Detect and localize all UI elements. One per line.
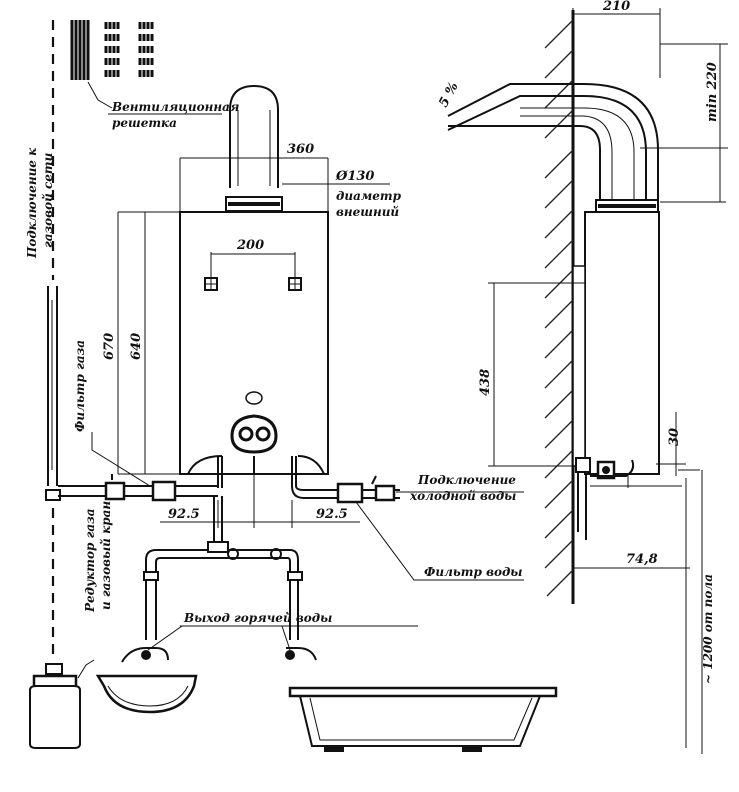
side-connections [575,457,682,540]
vent-grille-label-2: решетка [112,116,177,130]
sink-basin [95,674,198,714]
offset-dimensions [160,474,360,528]
cold-water-pipe [291,475,400,504]
gas-connection-label-2: газовой сети [41,152,55,248]
dim-height-670: 670 [102,333,117,360]
gas-horizontal-pipe [58,474,218,502]
dimension-360 [179,157,329,212]
dimension-30 [656,412,686,476]
hot-water-pipes [121,496,317,663]
dim-rail-438: 438 [478,369,493,396]
dim-width-360: 360 [287,142,314,157]
gas-reducer-label-1: Редуктор газа [83,508,97,613]
gas-filter-label: Фильтр газа [73,340,87,432]
hot-water-label: Выход горячей воды [183,611,332,625]
dim-gas-offset: 92.5 [168,507,200,522]
dimension-438 [488,282,585,467]
dim-height-640: 640 [129,333,144,360]
flue-pipe-side [447,83,659,213]
ventilation-grille [70,20,154,109]
dim-gap-30: 30 [667,428,682,446]
flue-pipe-front [225,84,283,212]
flue-diameter-sub2: внешний [336,205,399,219]
height-dimensions [117,211,180,475]
dim-mount-200: 200 [236,238,264,253]
gas-reducer-label-2: и газовый кран [99,501,113,610]
heater-bottom-connections [187,455,325,488]
flue-diameter-label: Ø130 [335,169,374,184]
floor-height-label: ~ 1200 от пола [701,574,715,684]
cold-water-label-2: холодной воды [409,489,516,503]
wall-section [544,10,575,604]
dimension-min-220 [640,43,728,203]
cold-water-label-1: Подключение [417,473,516,487]
gas-supply-pipe [45,20,61,660]
slope-label: 5 % [436,80,461,110]
gas-reducer [29,659,95,749]
water-heater-side [584,211,660,475]
bathtub [288,686,558,752]
water-filter-label: Фильтр воды [424,565,523,579]
flue-diameter-sub1: диаметр [336,189,402,203]
vent-grille-label-1: Вентиляционная [111,100,239,114]
heater-controls [230,391,278,454]
dim-min-220: min 220 [705,62,720,122]
dimension-74-8 [573,469,700,748]
dimension-210 [572,8,661,78]
gas-connection-label-1: Подключение к [25,147,39,259]
dim-depth-210: 210 [602,0,630,14]
mounting-holes [204,252,302,291]
dim-water-offset: 92.5 [316,507,348,522]
dim-wall-offset: 74,8 [626,552,658,567]
